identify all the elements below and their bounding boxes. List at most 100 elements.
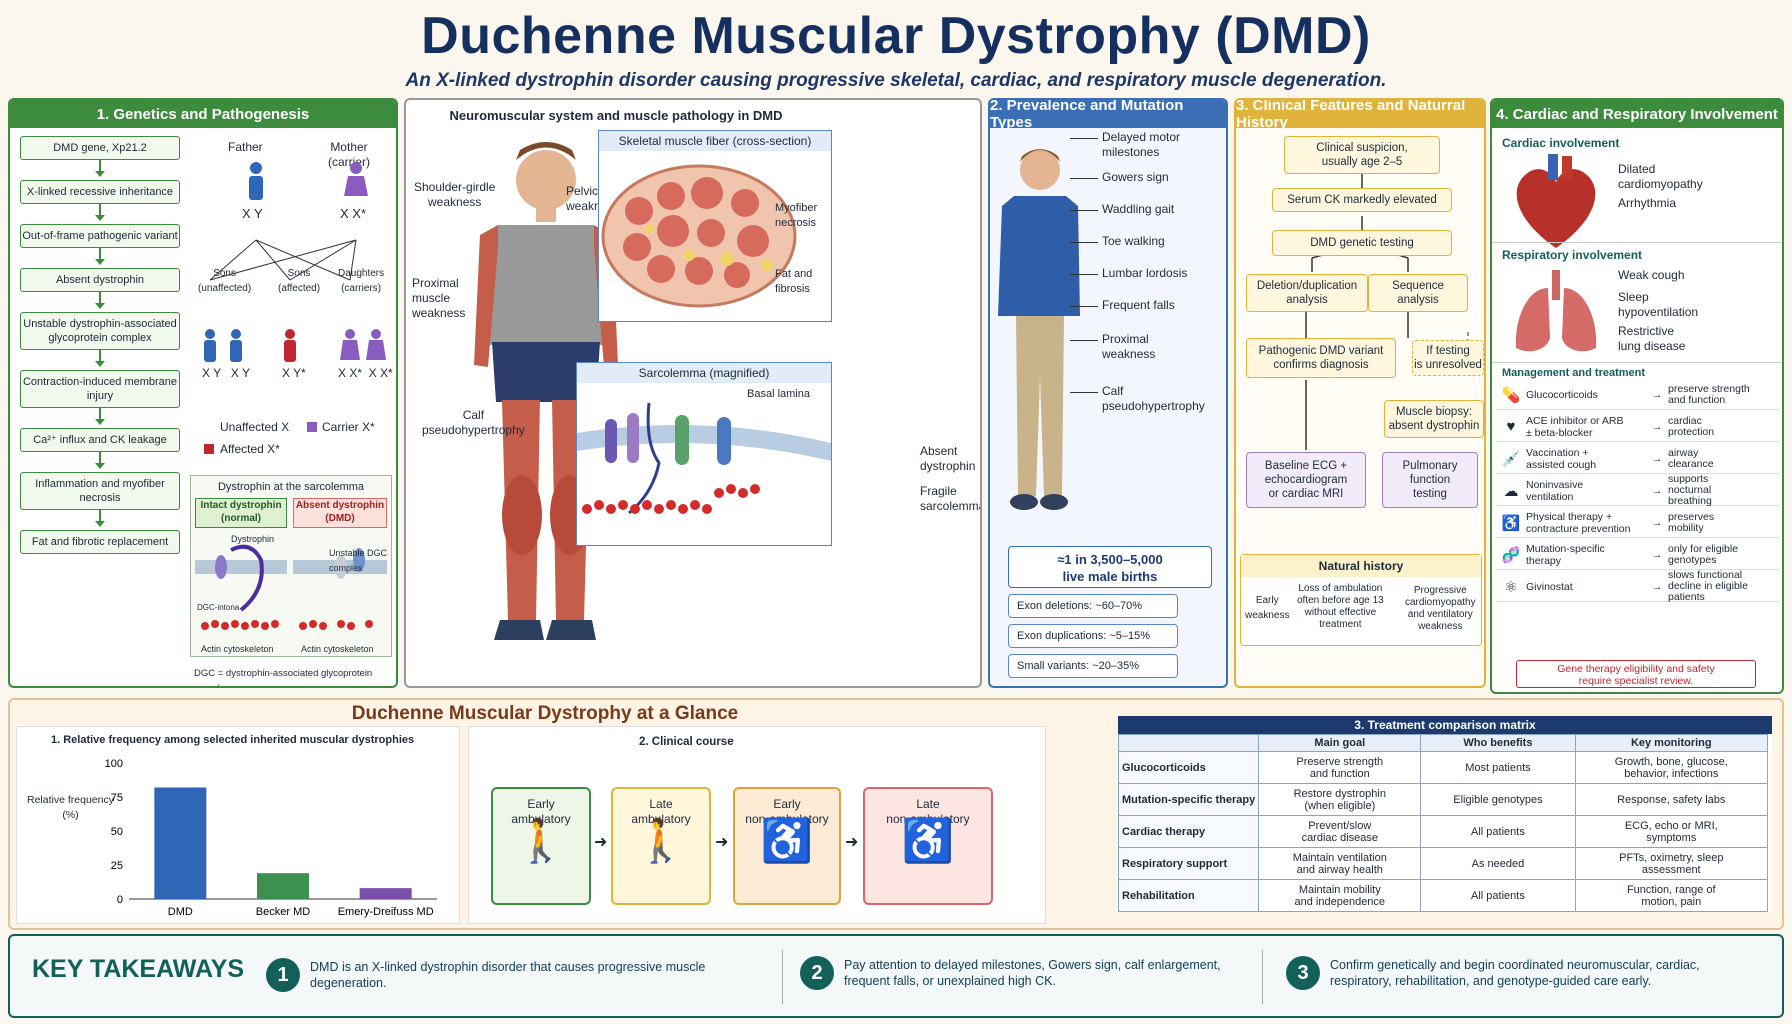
pointer-line <box>1070 178 1098 179</box>
takeaway-text: DMD is an X-linked dystrophin disorder t… <box>310 960 706 990</box>
clinical-sign-label: Frequent falls <box>1102 298 1175 312</box>
down-arrow-icon <box>95 452 105 469</box>
father-icon <box>249 162 263 200</box>
arrow-icon: → <box>1651 484 1663 497</box>
basal-lamina-label: Basal lamina <box>747 388 810 400</box>
down-arrow-icon <box>95 204 105 221</box>
sons-unaffected-label: Sons (unaffected) <box>198 268 252 294</box>
x-tick-label: DMD <box>168 906 193 918</box>
management-treatment: Givinostat <box>1526 580 1573 593</box>
stage-label: Late ambulatory <box>631 797 691 826</box>
mother-genotype: X X* <box>340 206 367 221</box>
pathogenesis-step: Absent dystrophin <box>20 268 180 292</box>
matrix-cell: As needed <box>1420 847 1576 880</box>
sequence-box: Sequence analysis <box>1368 274 1468 312</box>
head <box>516 150 576 210</box>
clinical-panel: 3. Clinical Features and Naturral Histor… <box>1234 98 1486 688</box>
sons-unaffected-genotype: X Y X Y <box>202 366 251 380</box>
pointer-line <box>1070 392 1098 393</box>
management-treatment: Physical therapy + contracture preventio… <box>1526 510 1631 535</box>
takeaways-heading: KEY TAKEAWAYS <box>32 955 245 983</box>
genetics-panel: 1. Genetics and Pathogenesis DMD gene, X… <box>8 98 398 688</box>
matrix-cell: Respiratory support <box>1117 847 1260 880</box>
matrix-cell: Mutation-specific therapy <box>1117 783 1260 816</box>
matrix-cell: Response, safety labs <box>1574 783 1769 816</box>
arrow-icon: ➜ <box>715 834 729 851</box>
matrix-cell: Rehabilitation <box>1117 879 1260 912</box>
resp-item-restrictive: Restrictive lung disease <box>1618 324 1686 353</box>
matrix-cell: Growth, bone, glucose, behavior, infecti… <box>1574 751 1769 784</box>
management-treatment: Vaccination + assisted cough <box>1526 446 1597 471</box>
biopsy-box: Muscle biopsy: absent dystrophin <box>1384 400 1484 438</box>
x-tick-label: Emery-Dreifuss MD <box>338 906 434 918</box>
matrix-cell: Function, range of motion, pain <box>1574 879 1769 912</box>
down-arrow-icon <box>95 510 105 527</box>
syringe-icon: 💉 <box>1501 450 1521 468</box>
divider <box>782 950 783 1004</box>
dgc-label: DGC-intona <box>197 603 240 612</box>
actin-label-dmd: Actin cytoskeleton <box>301 644 374 654</box>
matrix-cell: Eligible genotypes <box>1420 783 1576 816</box>
management-outcome: airway clearance <box>1668 446 1714 470</box>
nh-loss-ambulation: Loss of ambulation often before age 13 w… <box>1297 583 1384 630</box>
pathogenesis-step: Out-of-frame pathogenic variant <box>20 224 180 248</box>
divider <box>1492 242 1782 243</box>
y-tick-label: 50 <box>111 826 123 838</box>
sarcolemma-magnified-inset: Sarcolemma (magnified) Basal lamina <box>576 362 832 546</box>
matrix-cell: Most patients <box>1420 751 1576 784</box>
shirt <box>488 225 604 345</box>
x-tick-label: Becker MD <box>256 906 310 918</box>
clinical-sign-label: Toe walking <box>1102 234 1165 248</box>
management-treatment: Glucocorticoids <box>1526 388 1598 401</box>
prevalence-panel: 2. Prevalence and Mutation Types Delayed… <box>988 98 1228 688</box>
sarcolemma-inset: Dystrophin at the sarcolemma Intact dyst… <box>190 475 392 657</box>
anatomy-heading: Neuromuscular system and muscle patholog… <box>449 108 783 123</box>
pointer-line <box>1070 306 1098 307</box>
matrix-cell: ECG, echo or MRI, symptoms <box>1574 815 1769 848</box>
prevalence-heading: 2. Prevalence and Mutation Types <box>990 100 1226 131</box>
daughters-label: Daughters (carriers) <box>338 268 385 294</box>
arrow-icon: → <box>1651 420 1663 433</box>
confirm-diagnosis-box: Pathogenic DMD variant confirms diagnosi… <box>1246 338 1396 378</box>
small-variants: Small variants: ~20–35% <box>1008 654 1178 678</box>
wheelchair-icon: ♿ <box>760 817 814 864</box>
pathogenesis-step: Contraction-induced membrane injury <box>20 370 180 408</box>
resp-item-cough: Weak cough <box>1618 268 1685 282</box>
shoulder-weakness-label: Shoulder-girdle weakness <box>414 180 496 209</box>
glance-panel: Duchenne Muscular Dystrophy at a Glance … <box>8 698 1784 930</box>
management-row: 🧬Mutation-specific therapy→only for elig… <box>1496 540 1780 570</box>
down-arrow-icon <box>95 350 105 367</box>
pathogenesis-step: X-linked recessive inheritance <box>20 180 180 204</box>
calf-left <box>502 475 542 555</box>
matrix-cell: All patients <box>1420 815 1576 848</box>
fat-fibrosis-label: Fat and fibrosis <box>775 268 813 295</box>
matrix-header-cell: Key monitoring <box>1574 734 1769 752</box>
gene-therapy-warning: Gene therapy eligibility and safety requ… <box>1516 660 1756 688</box>
pathogenesis-step: Fat and fibrotic replacement <box>20 530 180 554</box>
legend-unaffected: Unaffected X <box>220 420 290 434</box>
intact-label: Intact dystrophin (normal) <box>195 498 287 528</box>
matrix-cell: Preserve strength and function <box>1258 751 1422 784</box>
arrow-icon: → <box>1651 452 1663 465</box>
molecule-icon: ⚛ <box>1504 578 1518 596</box>
respiratory-title: Respiratory involvement <box>1502 248 1643 262</box>
management-outcome: preserves mobility <box>1668 510 1715 534</box>
matrix-cell: Maintain ventilation and airway health <box>1258 847 1422 880</box>
stage-early-ambulatory: Early ambulatory🚶 <box>491 787 591 905</box>
fiber-inset: Skeletal muscle fiber (cross-section) My… <box>598 130 832 322</box>
y-tick-label: 0 <box>117 894 123 906</box>
genetics-heading: 1. Genetics and Pathogenesis <box>10 100 396 128</box>
cardio-heading: 4. Cardiac and Respiratory Involvement <box>1492 100 1782 128</box>
legend-affected: Affected X* <box>220 442 280 456</box>
child-standing-figure <box>998 149 1080 510</box>
father-genotype: X Y <box>242 206 263 221</box>
matrix-cell: Glucocorticoids <box>1117 751 1260 784</box>
management-treatment: Mutation-specific therapy <box>1526 542 1605 567</box>
legend-affected-swatch <box>204 444 214 454</box>
